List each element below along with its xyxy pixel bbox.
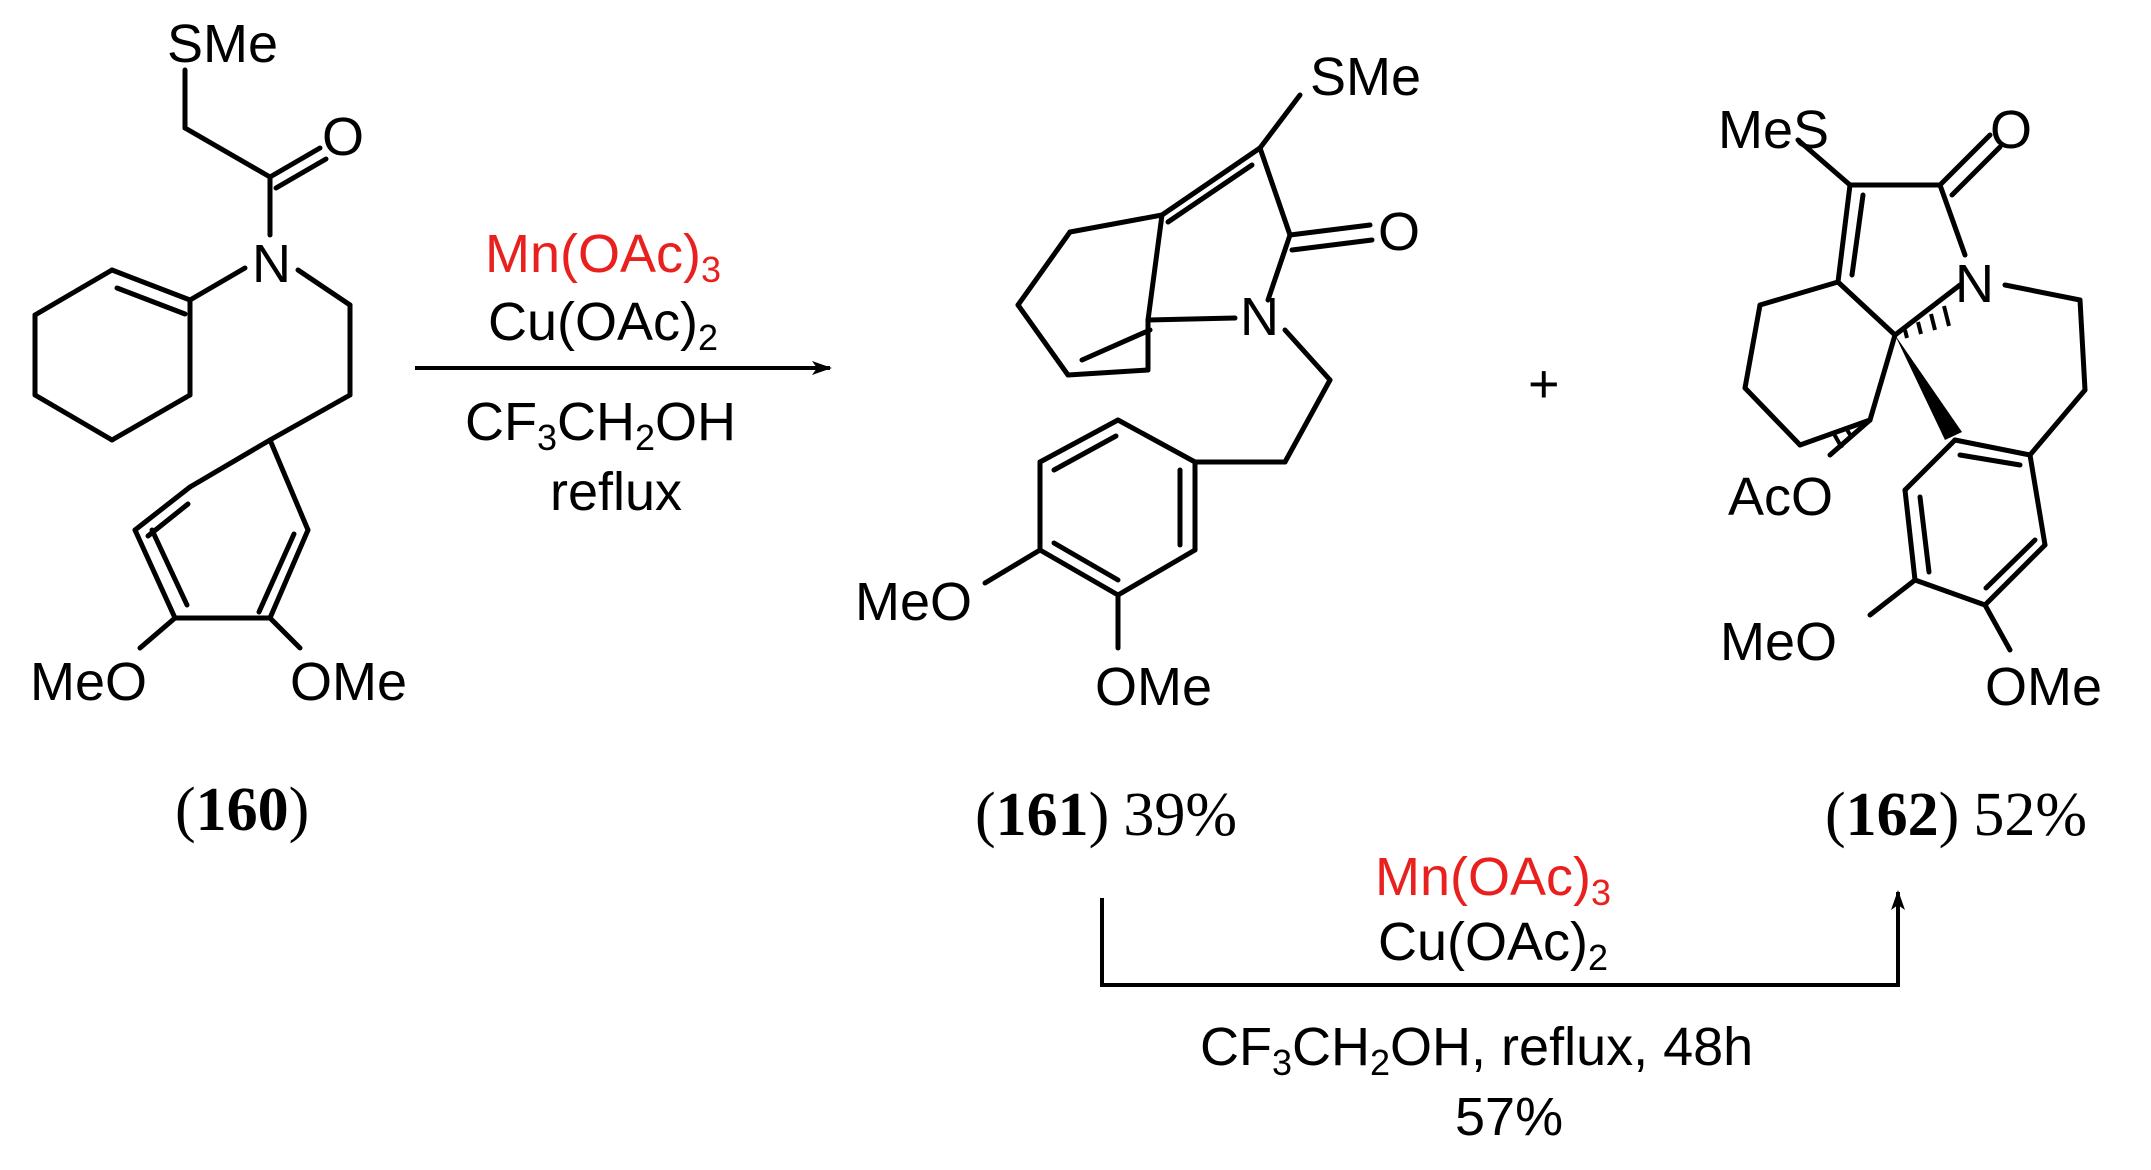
reaction-2-cu-reagent: Cu(OAc)2 xyxy=(1378,912,1608,978)
compound-161-n: N xyxy=(1240,287,1279,347)
reaction-2: Mn(OAc)3 Cu(OAc)2 CF3CH2OH, reflux, 48h … xyxy=(1100,847,1905,1147)
compound-160-meo: MeO xyxy=(30,652,147,712)
compound-162-structure: MeS O N AcO MeO OMe (162)52% xyxy=(1718,100,2102,849)
reaction-1: Mn(OAc)3 Cu(OAc)2 CF3CH2OH reflux xyxy=(415,224,832,522)
compound-161-sme: SMe xyxy=(1310,47,1421,107)
compound-160-bonds xyxy=(32,67,353,651)
compound-162-n: N xyxy=(1955,254,1994,314)
compound-161-ome: OMe xyxy=(1095,657,1212,717)
compound-162-wedge-bond xyxy=(1895,335,1962,440)
compound-161-bonds xyxy=(982,92,1375,651)
compound-160-structure: SMe O N MeO OMe (160) xyxy=(30,14,407,844)
reaction-1-mn-reagent: Mn(OAc)3 xyxy=(485,224,721,290)
compound-161-carbonyl-o: O xyxy=(1378,202,1420,262)
compound-161-label: (161)39% xyxy=(975,781,1237,849)
compound-162-bonds xyxy=(1742,132,2088,653)
compound-161-meo: MeO xyxy=(855,572,972,632)
compound-160-n: N xyxy=(252,234,291,294)
compound-162-ome: OMe xyxy=(1985,657,2102,717)
compound-162-mes: MeS xyxy=(1718,100,1829,160)
compound-160-ome: OMe xyxy=(290,652,407,712)
compound-162-hash-bond xyxy=(1903,305,1951,339)
reaction-2-solvent: CF3CH2OH, reflux, 48h xyxy=(1200,1017,1753,1083)
reaction-2-arrow xyxy=(1100,890,1905,987)
compound-160-carbonyl-o: O xyxy=(322,107,364,167)
reaction-1-solvent: CF3CH2OH xyxy=(465,392,736,458)
reaction-2-yield: 57% xyxy=(1455,1087,1563,1147)
compound-162-aco-hash-bond xyxy=(1832,420,1864,449)
reaction-1-cu-reagent: Cu(OAc)2 xyxy=(488,292,718,358)
compound-160-sme: SMe xyxy=(167,14,278,74)
plus-sign: + xyxy=(1528,354,1560,414)
compound-162-carbonyl-o: O xyxy=(1990,100,2032,160)
compound-161-structure: SMe O N MeO OMe (161)39% xyxy=(855,47,1421,849)
reaction-2-mn-reagent: Mn(OAc)3 xyxy=(1375,847,1611,913)
compound-162-aco: AcO xyxy=(1728,467,1833,527)
reaction-1-condition: reflux xyxy=(550,462,682,522)
compound-162-meo: MeO xyxy=(1720,612,1837,672)
compound-162-label: (162)52% xyxy=(1825,781,2087,849)
compound-160-label: (160) xyxy=(175,776,309,844)
